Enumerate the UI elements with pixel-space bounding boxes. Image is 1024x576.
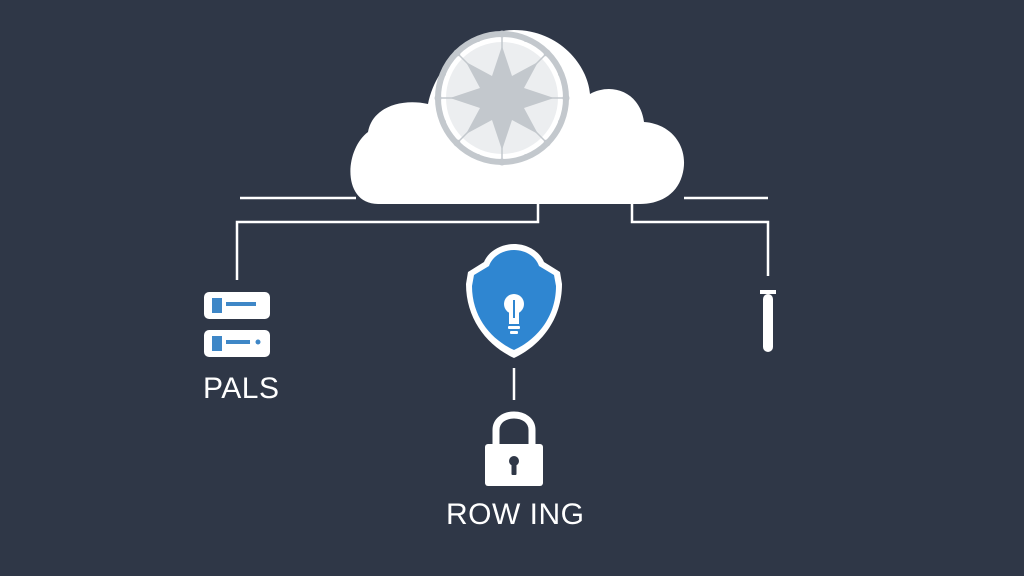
cloud-icon: [350, 30, 685, 204]
lock-label: ROW ING: [446, 498, 585, 531]
server-stack-icon: [204, 292, 270, 357]
padlock-icon: [485, 411, 543, 486]
connector-cloud-to-servers: [235, 202, 540, 280]
servers-label: PALS: [203, 372, 280, 405]
compass-star-icon: [434, 30, 570, 166]
test-tube-icon: [760, 290, 776, 352]
connector-lines: [235, 196, 770, 400]
shield-lightbulb-icon: [466, 244, 562, 358]
connector-cloud-to-endpoint: [630, 202, 770, 276]
